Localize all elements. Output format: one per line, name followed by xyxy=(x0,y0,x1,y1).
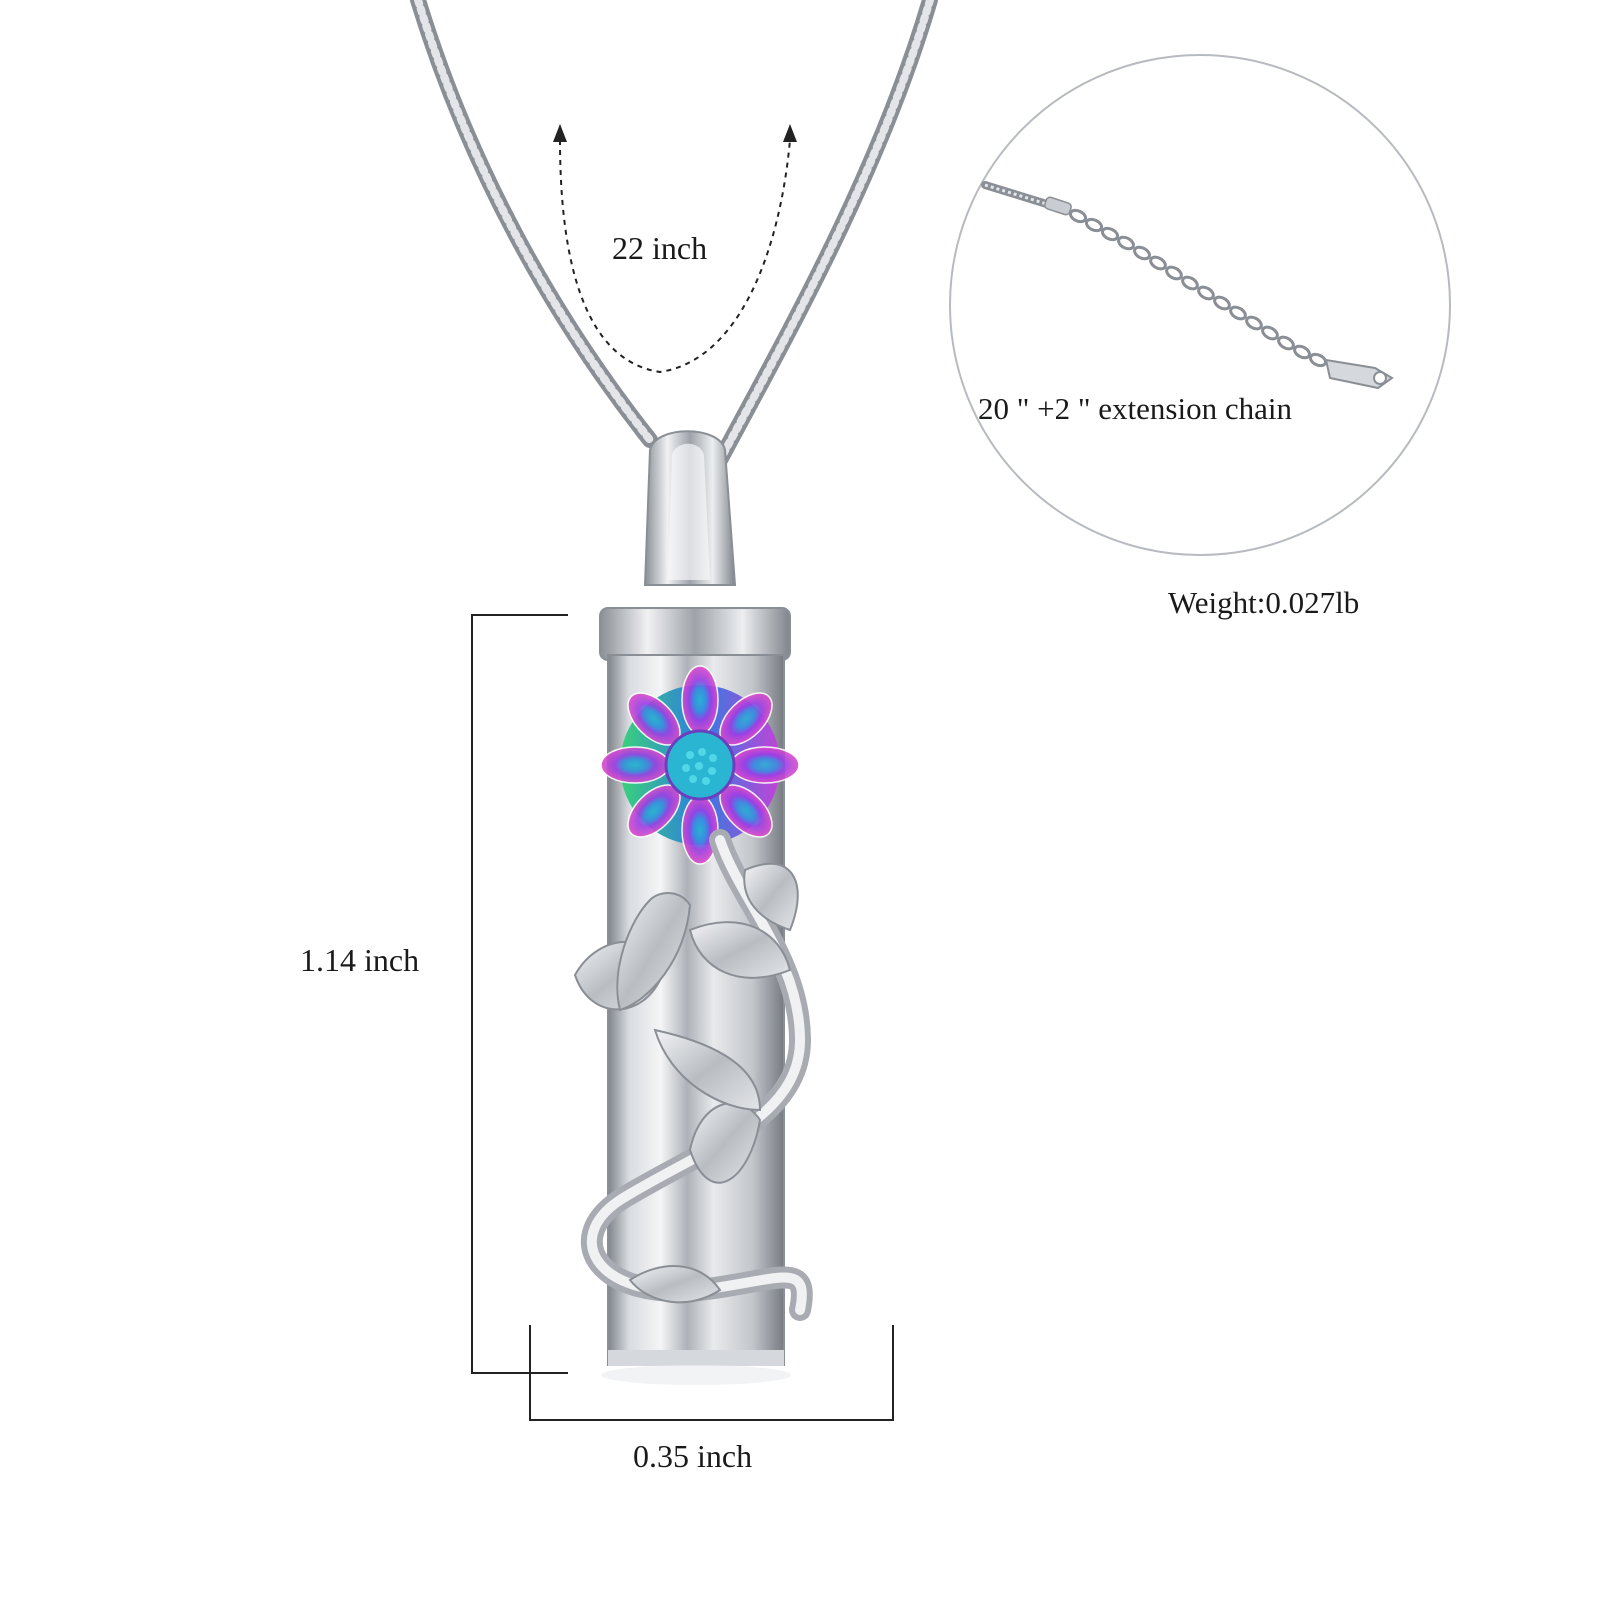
arrow-head-right-icon xyxy=(783,124,797,142)
chain-length-arrow xyxy=(559,139,791,374)
snake-chain xyxy=(410,0,938,468)
width-dimension-line xyxy=(529,1325,894,1421)
arrow-head-left-icon xyxy=(553,124,567,142)
vine-decoration xyxy=(573,829,813,1321)
rainbow-sunflower-icon xyxy=(600,665,800,865)
extension-chain-detail xyxy=(949,54,1451,556)
weight-label: Weight:0.027lb xyxy=(1168,585,1360,620)
pendant-height-label: 1.14 inch xyxy=(300,942,420,978)
extension-chain-label: 20 " +2 " extension chain xyxy=(978,391,1292,426)
pendant-bail xyxy=(643,430,737,586)
chain-length-label: 22 inch xyxy=(612,230,708,266)
pendant-width-label: 0.35 inch xyxy=(633,1438,753,1474)
height-dimension-line xyxy=(471,614,568,1374)
pendant-cap xyxy=(599,607,791,661)
